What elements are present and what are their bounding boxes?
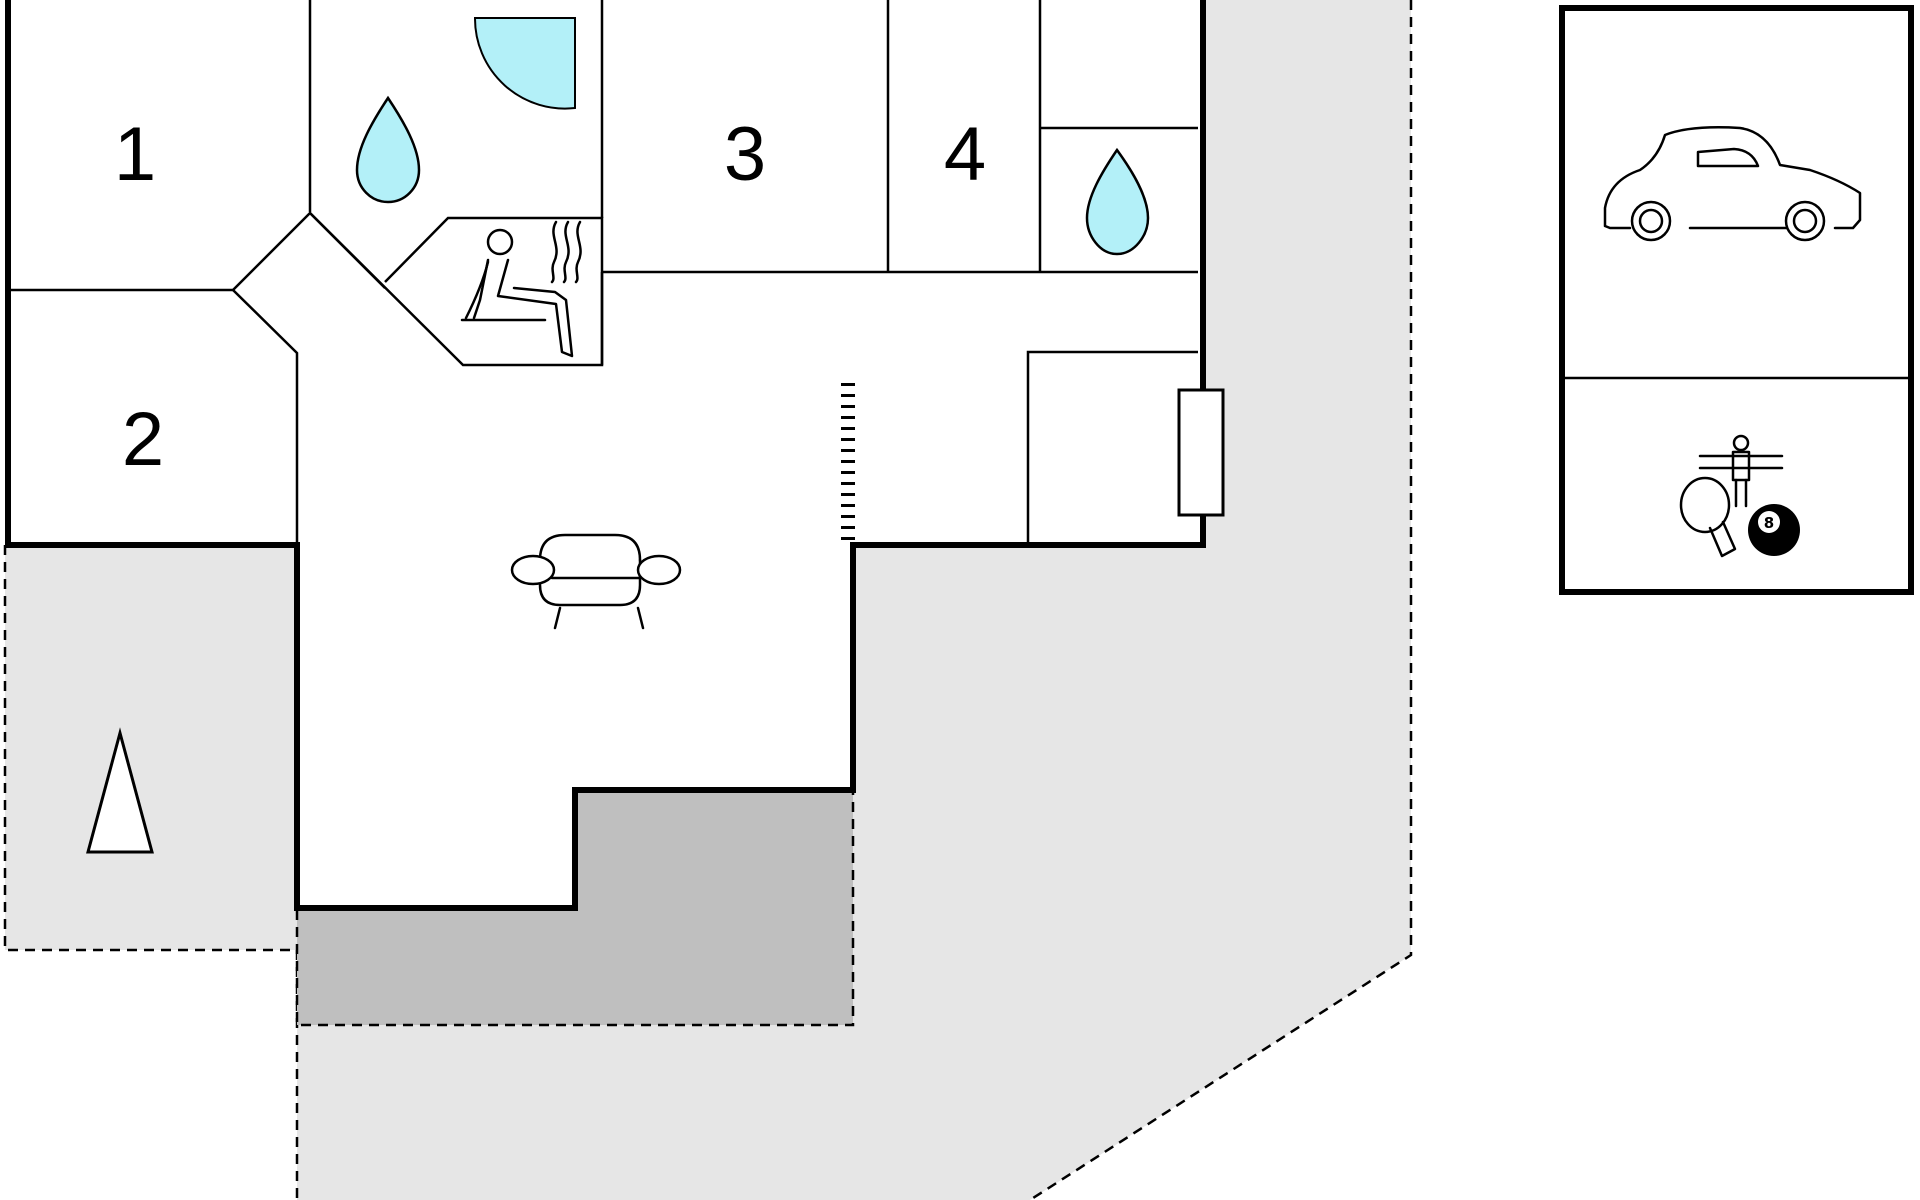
games-icon: 8 xyxy=(1679,434,1800,558)
terrace-boundary xyxy=(295,793,855,1027)
tree-icon xyxy=(86,727,154,854)
water-drop-icon-2 xyxy=(1085,147,1150,256)
interior-walls xyxy=(8,0,1198,545)
sofa-icon xyxy=(510,533,682,630)
garden-boundary xyxy=(1029,0,1413,1200)
fireplace-icon xyxy=(1177,388,1225,517)
water-drop-icon xyxy=(355,95,421,204)
billiard-ball-number: 8 xyxy=(1764,514,1774,532)
side-garden-boundary xyxy=(3,545,297,952)
house-floor xyxy=(8,0,1203,908)
room-3-label: 3 xyxy=(724,112,766,197)
room-1-label: 1 xyxy=(114,112,156,197)
room-4-label: 4 xyxy=(944,112,986,197)
exterior-walls xyxy=(5,0,1206,911)
sauna-icon xyxy=(460,220,582,358)
side-garden-area xyxy=(5,545,297,950)
room-2-label: 2 xyxy=(122,397,164,482)
car-icon xyxy=(1603,126,1862,242)
shower-icon xyxy=(473,17,576,110)
